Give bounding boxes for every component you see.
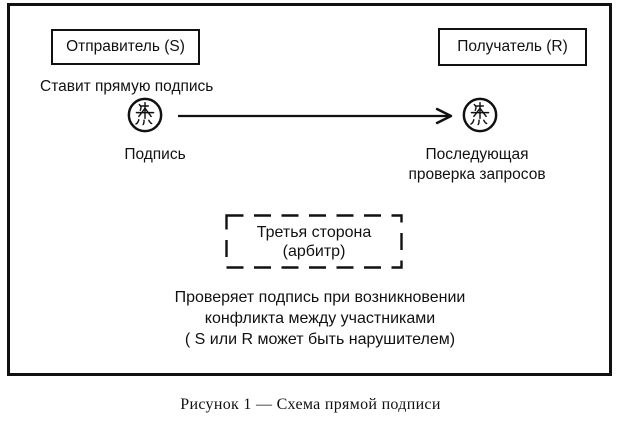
seal-stamp-icon <box>126 96 164 134</box>
verification-label-line2: проверка запросов <box>408 166 546 183</box>
signature-label: Подпись <box>124 146 186 163</box>
third-party-label: Третья сторона (арбитр) <box>225 214 403 269</box>
seal-stamp-icon <box>461 96 499 134</box>
arbiter-note-line2: конфликта между участниками <box>204 310 436 327</box>
diagram-frame: Отправитель (S) Получатель (R) Ставит пр… <box>7 3 612 376</box>
arbiter-note-line1: Проверяет подпись при возникновении <box>174 289 466 306</box>
third-party-label-line1: Третья сторона <box>256 223 372 241</box>
sender-box: Отправитель (S) <box>51 29 200 65</box>
arbiter-note: Проверяет подпись при возникновении конф… <box>140 287 500 350</box>
third-party-box: Третья сторона (арбитр) <box>225 214 403 269</box>
verification-label: Последующая проверка запросов <box>392 145 562 185</box>
figure-caption: Рисунок 1 — Схема прямой подписи <box>180 396 441 413</box>
receiver-box: Получатель (R) <box>438 28 587 66</box>
dashed-border <box>225 214 403 269</box>
verification-label-line1: Последующая <box>425 146 529 163</box>
arbiter-note-line3: ( S или R может быть нарушителем) <box>184 331 456 348</box>
right-arrow-icon <box>174 104 458 128</box>
sender-action-label: Ставит прямую подпись <box>40 78 214 95</box>
sender-box-label: Отправитель (S) <box>66 38 185 55</box>
receiver-box-label: Получатель (R) <box>457 38 568 55</box>
third-party-label-line2: (арбитр) <box>282 242 346 260</box>
